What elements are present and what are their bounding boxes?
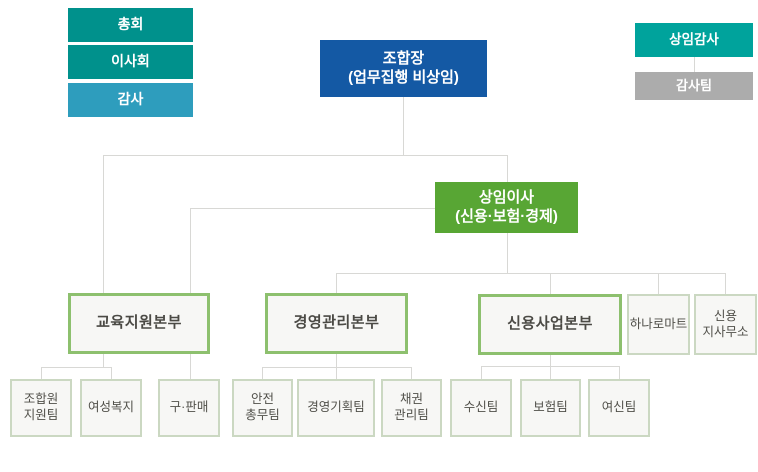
connector-line (103, 155, 104, 293)
connector-line (481, 366, 482, 379)
connector-line (507, 233, 508, 273)
connector-line (262, 367, 412, 368)
box-womens-welfare: 여성복지 (80, 379, 142, 437)
box-loan-team: 여신팀 (588, 379, 650, 437)
connector-line (336, 353, 337, 379)
connector-line (481, 366, 620, 367)
connector-line (41, 367, 42, 379)
box-credit-business-division: 신용사업본부 (478, 294, 622, 355)
box-executive-director: 상임이사 (신용·보험·경제) (435, 182, 578, 233)
box-insurance-team: 보험팀 (520, 379, 581, 437)
connector-line (550, 355, 551, 379)
connector-line (41, 367, 112, 368)
connector-line (725, 273, 726, 295)
connector-line (694, 57, 695, 72)
connector-line (507, 155, 508, 183)
box-purchase-sales: 구·판매 (158, 379, 220, 437)
box-general-assembly: 총회 (68, 8, 193, 42)
connector-line (103, 155, 508, 156)
box-member-support-team: 조합원 지원팀 (10, 379, 72, 437)
box-education-support-division: 교육지원본부 (68, 293, 210, 354)
connector-line (403, 97, 404, 155)
connector-line (111, 367, 112, 379)
connector-line (103, 353, 104, 367)
connector-line (336, 273, 337, 294)
connector-line (190, 208, 436, 209)
box-board-of-directors: 이사회 (68, 45, 193, 79)
connector-line (336, 273, 726, 274)
connector-line (411, 367, 412, 379)
box-bond-management-team: 채권 관리팀 (381, 379, 442, 437)
box-credit-branch-office: 신용 지사무소 (694, 294, 757, 355)
box-management-admin-division: 경영관리본부 (265, 293, 408, 354)
box-management-planning-team: 경영기획팀 (297, 379, 375, 437)
connector-line (190, 353, 191, 379)
connector-line (262, 367, 263, 379)
box-auditor: 감사 (68, 83, 193, 117)
box-chairman: 조합장 (업무집행 비상임) (320, 40, 487, 97)
box-audit-team: 감사팀 (635, 72, 753, 100)
box-deposit-team: 수신팀 (450, 379, 512, 437)
box-standing-auditor: 상임감사 (635, 23, 753, 57)
connector-line (550, 273, 551, 295)
box-safety-general-affairs-team: 안전 총무팀 (232, 379, 293, 437)
connector-line (190, 208, 191, 293)
connector-line (658, 273, 659, 295)
connector-line (619, 366, 620, 379)
box-hanaro-mart: 하나로마트 (627, 294, 690, 355)
